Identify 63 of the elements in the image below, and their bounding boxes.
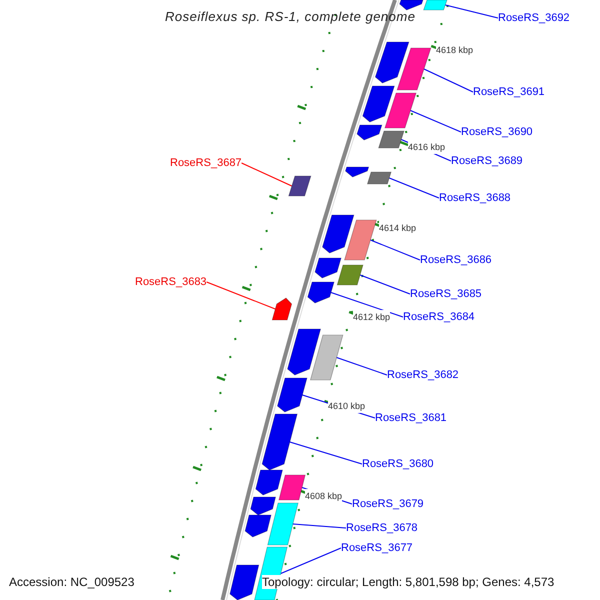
gene-feature (267, 502, 298, 546)
accession-text: Accession: NC_009523 (9, 575, 134, 589)
gene-feature (384, 92, 417, 128)
leader-line (388, 178, 440, 198)
gene-label: RoseRS_3683 (135, 275, 207, 289)
leader-line (336, 357, 388, 376)
gene-label: RoseRS_3682 (387, 368, 459, 382)
gene-feature (314, 258, 342, 278)
gene-feature (345, 166, 370, 178)
gene-feature (250, 496, 276, 516)
gene-label: RoseRS_3692 (498, 11, 570, 25)
gene-label: RoseRS_3687 (170, 156, 242, 170)
gene-label: RoseRS_3680 (362, 457, 434, 471)
gene-feature (272, 298, 292, 320)
gene-feature (288, 176, 312, 196)
leader-line (410, 110, 462, 132)
gene-feature (374, 42, 410, 84)
gene-label: RoseRS_3685 (410, 287, 482, 301)
leader-line (241, 162, 292, 186)
gene-feature (277, 378, 308, 412)
leader-line (292, 524, 346, 528)
leader-line (280, 548, 342, 574)
genome-info-text: Topology: circular; Length: 5,801,598 bp; Genes: 4,573 (262, 575, 554, 589)
gene-feature (255, 470, 283, 496)
gene-label: RoseRS_3679 (352, 497, 424, 511)
leader-line (370, 240, 420, 260)
gene-feature (322, 214, 354, 254)
title: Roseiflexus sp. RS-1, complete genome (165, 10, 416, 24)
tick-label: 4614 kbp (379, 221, 416, 235)
leader-line (330, 292, 404, 318)
gene-label: RoseRS_3688 (439, 191, 511, 205)
gene-label: RoseRS_3691 (473, 85, 545, 99)
gene-feature (362, 86, 395, 122)
gene-feature (378, 130, 404, 148)
gene-feature (310, 334, 344, 380)
leader-line (289, 442, 362, 464)
leader-line (360, 274, 410, 294)
gene-feature (396, 48, 432, 90)
gene-feature (287, 328, 321, 376)
gene-feature (230, 564, 260, 600)
tick-label: 4616 kbp (408, 140, 446, 154)
tick-label: 4608 kbp (305, 489, 342, 503)
gene-label: RoseRS_3684 (403, 310, 475, 324)
gene-label: RoseRS_3677 (341, 541, 413, 555)
gene-feature (399, 0, 424, 10)
gene-label: RoseRS_3686 (420, 253, 492, 267)
gene-feature (278, 474, 306, 500)
gene-label: RoseRS_3678 (346, 521, 418, 535)
gene-feature (356, 124, 382, 140)
gene-feature (336, 264, 364, 286)
gene-feature (244, 514, 272, 538)
gene-feature (344, 220, 377, 260)
gene-label: RoseRS_3681 (375, 411, 447, 425)
gene-feature (307, 282, 334, 304)
gene-feature (423, 0, 448, 10)
gene-label: RoseRS_3690 (461, 125, 533, 139)
tick-label: 4610 kbp (328, 399, 366, 413)
leader-line (444, 4, 498, 18)
leader-line (206, 282, 276, 310)
gene-feature (367, 172, 392, 184)
leader-line (423, 68, 474, 92)
gene-label: RoseRS_3689 (451, 154, 523, 168)
tick-label: 4612 kbp (353, 310, 390, 324)
